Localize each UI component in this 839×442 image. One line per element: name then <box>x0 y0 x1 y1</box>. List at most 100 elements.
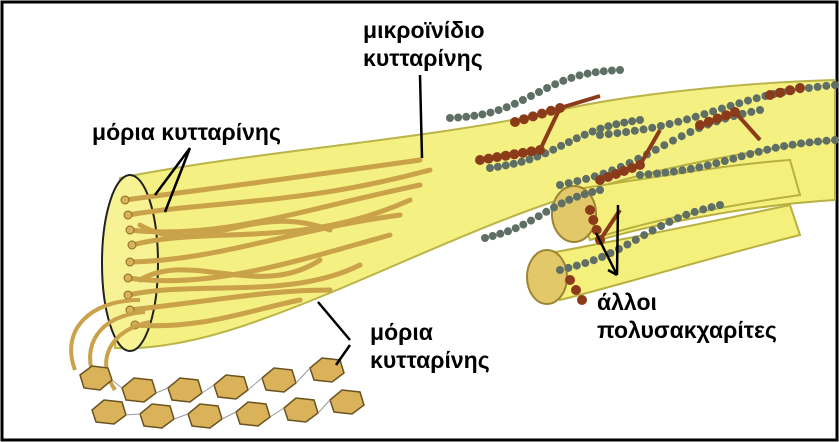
brown-bead <box>475 155 485 165</box>
grey-bead <box>699 205 707 213</box>
label-microfibril-line1: μικροϊνίδιο <box>363 17 485 43</box>
grey-bead <box>598 253 606 261</box>
grey-bead <box>649 227 657 235</box>
grey-bead <box>600 67 608 75</box>
grey-bead <box>652 146 660 154</box>
grey-bead <box>831 81 839 89</box>
grey-bead <box>596 131 604 139</box>
grey-bead <box>573 134 581 142</box>
grey-bead <box>527 92 535 100</box>
grey-bead <box>678 166 686 174</box>
grey-bead <box>576 71 584 79</box>
grey-bead <box>582 175 590 183</box>
grey-bead <box>687 165 695 173</box>
brown-bead <box>785 85 795 95</box>
grey-bead <box>729 155 737 163</box>
grey-bead <box>494 163 502 171</box>
grey-bead <box>814 83 822 91</box>
brown-bead <box>518 148 528 158</box>
grey-bead <box>584 70 592 78</box>
grey-bead <box>744 97 752 105</box>
brown-bead <box>577 295 587 305</box>
grey-bead <box>556 266 564 274</box>
grey-bead <box>543 84 551 92</box>
grey-bead <box>789 141 797 149</box>
brown-bead <box>704 117 714 127</box>
grey-bead <box>558 199 566 207</box>
grey-bead <box>692 113 700 121</box>
grey-bead <box>700 110 708 118</box>
grey-bead <box>487 109 495 117</box>
grey-bead <box>747 108 755 116</box>
grey-bead <box>551 80 559 88</box>
grey-bead <box>657 122 665 130</box>
grey-bead <box>632 236 640 244</box>
brown-bead <box>721 110 731 120</box>
grey-bead <box>592 68 600 76</box>
label-other-line1: άλλοι <box>597 289 657 315</box>
grey-bead <box>581 259 589 267</box>
brown-bead <box>695 120 705 130</box>
grey-bead <box>590 256 598 264</box>
brown-bead <box>526 146 536 156</box>
grey-bead <box>526 155 534 163</box>
grey-bead <box>669 137 677 145</box>
grey-bead <box>772 144 780 152</box>
grey-bead <box>622 128 630 136</box>
grey-bead <box>708 203 716 211</box>
grey-bead <box>738 152 746 160</box>
grey-bead <box>682 211 690 219</box>
brown-bead <box>509 149 519 159</box>
grey-bead <box>674 118 682 126</box>
grey-bead <box>674 214 682 222</box>
brown-bead <box>528 111 538 121</box>
label-microfibril-line2: κυτταρίνης <box>363 45 483 71</box>
grey-bead <box>645 170 653 178</box>
grey-bead <box>573 262 581 270</box>
grey-bead <box>581 131 589 139</box>
glucose-chain-1 <box>80 358 344 402</box>
grey-bead <box>661 169 669 177</box>
grey-bead <box>657 222 665 230</box>
grey-bead <box>746 150 754 158</box>
grey-bead <box>581 190 589 198</box>
grey-bead <box>481 234 489 242</box>
grey-bead <box>446 114 454 122</box>
grey-bead <box>502 161 510 169</box>
brown-bead <box>765 90 775 100</box>
grey-bead <box>636 171 644 179</box>
grey-bead <box>660 141 668 149</box>
grey-bead <box>564 264 572 272</box>
brown-bead <box>585 205 595 215</box>
grey-bead <box>511 100 519 108</box>
grey-bead <box>636 116 644 124</box>
grey-bead <box>653 170 661 178</box>
grey-bead <box>512 224 520 232</box>
grey-bead <box>616 66 624 74</box>
brown-bead <box>713 114 723 124</box>
grey-bead <box>691 208 699 216</box>
grey-bead <box>753 94 761 102</box>
grey-bead <box>666 218 674 226</box>
grey-bead <box>573 193 581 201</box>
grey-bead <box>721 157 729 165</box>
grey-bead <box>631 127 639 135</box>
grey-bead <box>556 181 564 189</box>
grey-bead <box>623 241 631 249</box>
grey-bead <box>454 114 462 122</box>
grey-bead <box>763 146 771 154</box>
grey-bead <box>489 232 497 240</box>
brown-bead <box>484 154 494 164</box>
brown-bead <box>775 88 785 98</box>
grey-bead <box>486 164 494 172</box>
brown-bead <box>565 275 575 285</box>
grey-bead <box>518 158 526 166</box>
grey-bead <box>542 208 550 216</box>
grey-bead <box>806 138 814 146</box>
cut-end-2 <box>527 250 567 304</box>
brown-bead <box>571 285 581 295</box>
grey-bead <box>822 82 830 90</box>
grey-bead <box>573 177 581 185</box>
grey-bead <box>640 125 648 133</box>
